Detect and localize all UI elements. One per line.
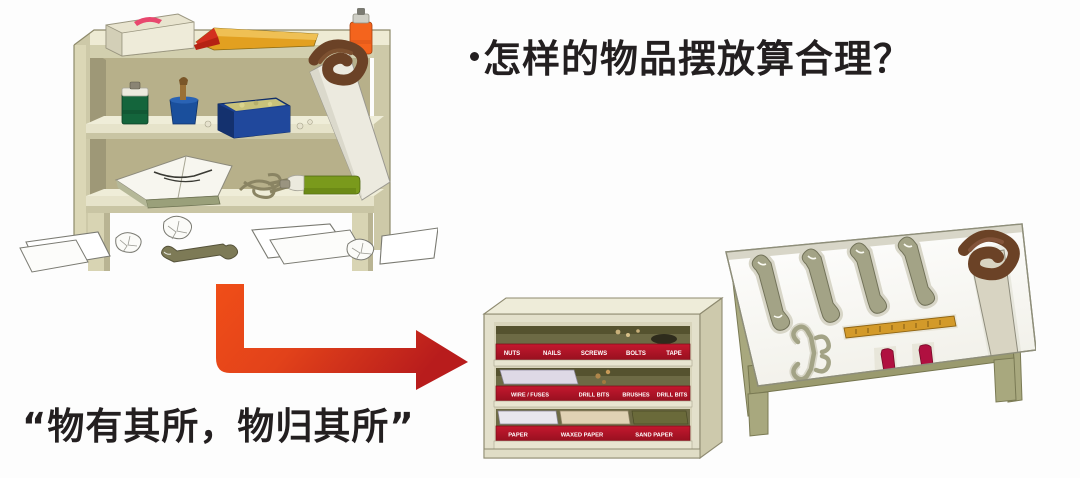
tool-ruler <box>842 314 958 340</box>
tool-wrench <box>798 245 844 326</box>
drawer-row-3[interactable]: PAPER WAXED PAPER SAND PAPER <box>493 409 693 450</box>
caption-text: “物有其所，物归其所” <box>22 405 415 448</box>
drawer-label: DRILL BITS <box>579 393 610 399</box>
transformation-arrow <box>180 278 480 393</box>
messy-shelf-svg <box>19 8 438 273</box>
drawer-label: SCREWS <box>581 351 607 357</box>
tool-wrench <box>846 239 891 317</box>
item-oil-can <box>121 81 149 125</box>
messy-shelf-illustration <box>18 0 438 285</box>
drawer-label: DRILL BITS <box>657 393 688 399</box>
tool-wrench <box>748 251 794 334</box>
item-open-book <box>114 155 233 209</box>
item-toolbox <box>105 13 195 57</box>
labeled-drawer-cabinet: NUTS NAILS SCREWS BOLTS TAPE WIRE / FUSE… <box>478 290 728 465</box>
item-wrench-floor <box>161 243 239 263</box>
drawer-label: WAXED PAPER <box>561 433 604 439</box>
item-file-rasp-tool <box>194 27 319 51</box>
drawer-row-1[interactable]: NUTS NAILS SCREWS BOLTS TAPE <box>493 326 693 367</box>
drawer-label: BRUSHES <box>622 393 650 399</box>
drawer-label: NUTS <box>504 351 520 357</box>
shadow-board-svg <box>725 223 1036 437</box>
tool-pliers <box>789 322 831 384</box>
drawer-label: TAPE <box>666 351 682 357</box>
drawer-cabinet-svg: NUTS NAILS SCREWS BOLTS TAPE WIRE / FUSE… <box>482 296 724 460</box>
item-glue-bottle <box>279 174 361 195</box>
drawer-label: SAND PAPER <box>635 433 673 439</box>
drawer-row-2[interactable]: WIRE / FUSES DRILL BITS BRUSHES DRILL BI… <box>493 368 693 408</box>
floor-clutter <box>19 215 438 273</box>
tool-shadow-board <box>706 218 1036 470</box>
drawer-label: PAPER <box>508 433 528 439</box>
transformation-arrow-svg <box>216 284 468 390</box>
item-parts-box <box>204 97 313 139</box>
page-title-text: 怎样的物品摆放算合理？ <box>483 37 913 81</box>
drawer-label: NAILS <box>543 351 561 357</box>
page-title: 怎样的物品摆放算合理？ <box>470 28 912 83</box>
item-brush-cup <box>169 77 199 125</box>
tool-wrench <box>894 233 939 309</box>
bullet-icon <box>470 51 479 61</box>
drawer-label: BOLTS <box>626 351 646 357</box>
tool-handsaw <box>958 229 1022 364</box>
drawer-label: WIRE / FUSES <box>511 393 549 399</box>
item-handsaw-leaning <box>308 39 391 201</box>
